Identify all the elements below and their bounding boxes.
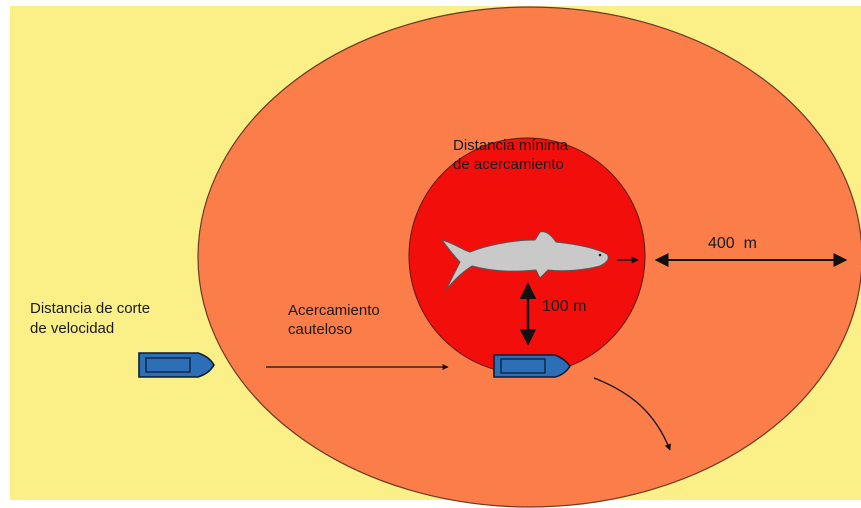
cutoff-label-line2: de velocidad (30, 320, 114, 337)
distance-100-label: 100 m (542, 298, 586, 315)
cautious-label-line2: cauteloso (288, 321, 352, 338)
boat-icon (138, 352, 215, 378)
exit-arrow (593, 377, 671, 451)
whale-icon (440, 231, 609, 291)
cutoff-label-line1: Distancia de corte (30, 300, 150, 317)
distance-400-label: 400 m (708, 235, 757, 252)
min-distance-label-line1: Distancia mínima (453, 137, 569, 154)
cautious-label-line1: Acercamiento (288, 302, 380, 319)
boat-icon (493, 354, 571, 378)
min-distance-label-line2: de acercamiento (453, 156, 564, 173)
